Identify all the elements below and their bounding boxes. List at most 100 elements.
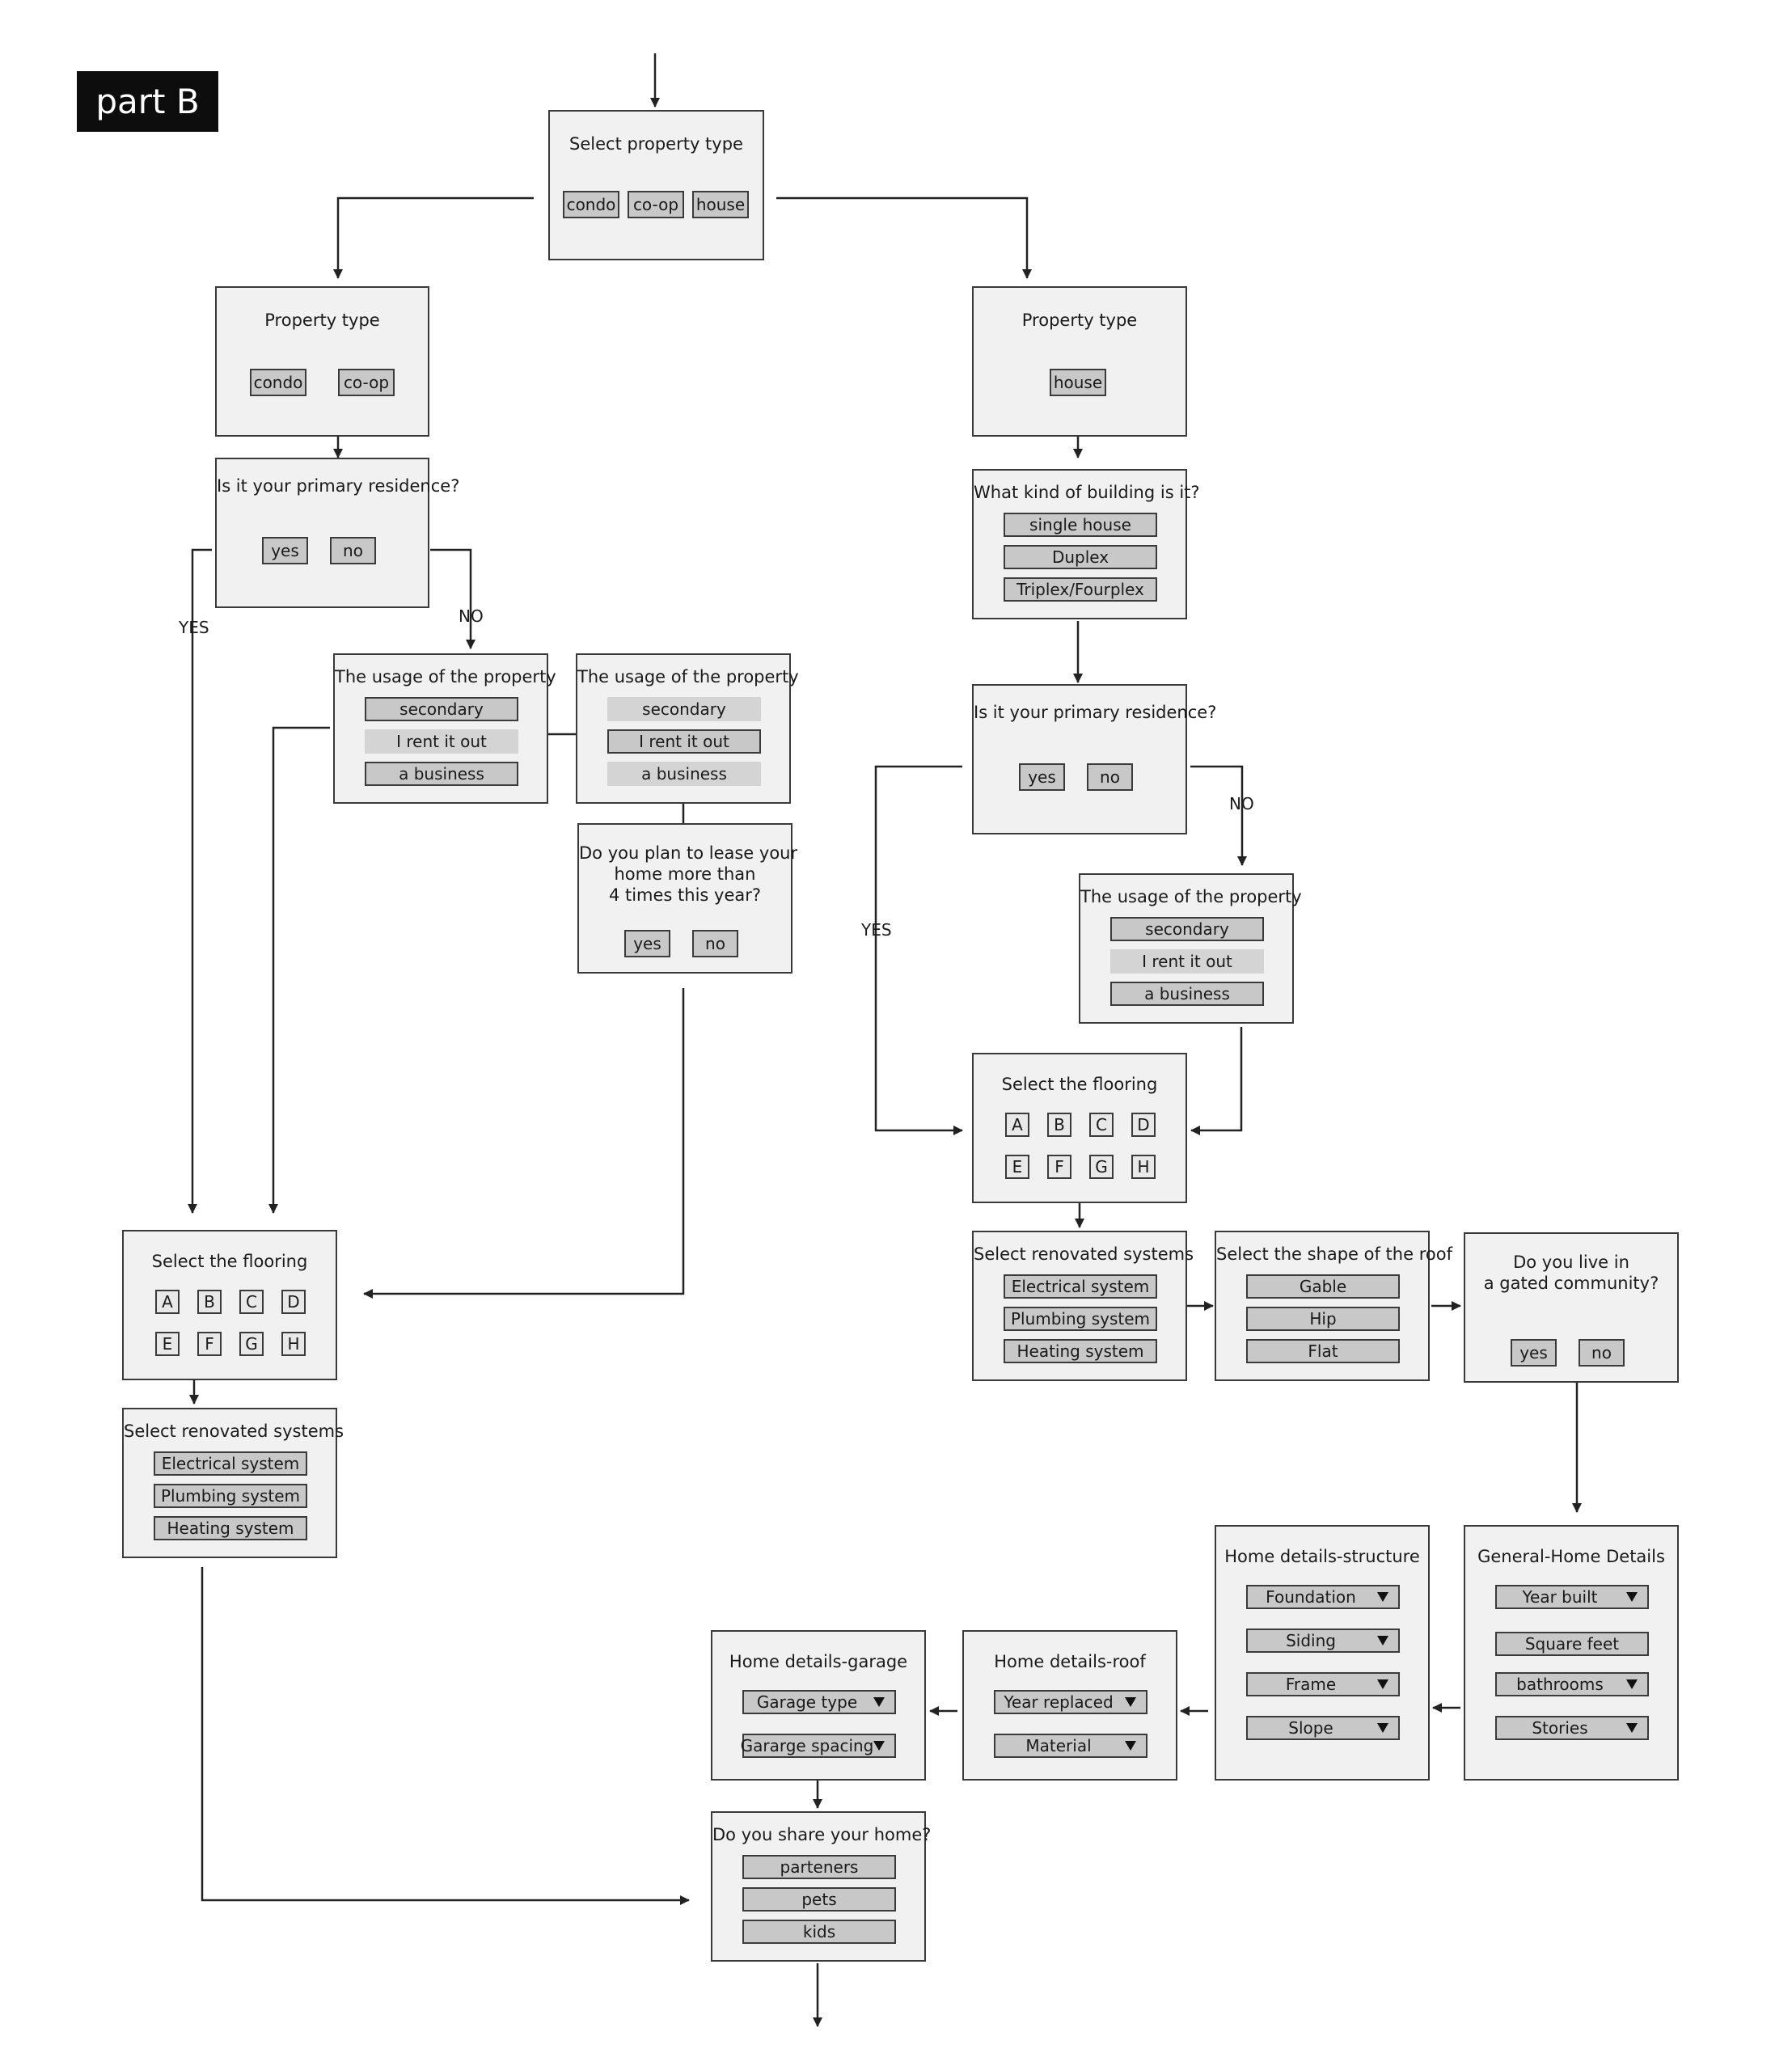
business-button[interactable]: a business [365, 762, 518, 786]
flooring-option-a[interactable]: A [1005, 1113, 1029, 1137]
no-button[interactable]: no [1579, 1339, 1625, 1367]
flooring-option-e[interactable]: E [155, 1332, 180, 1356]
flooring-option-h[interactable]: H [1131, 1155, 1156, 1179]
secondary-button[interactable]: secondary [365, 697, 518, 721]
slope-dropdown[interactable]: Slope [1246, 1716, 1400, 1740]
heating-system-button[interactable]: Heating system [154, 1516, 307, 1540]
condo-button[interactable]: condo [563, 191, 619, 218]
year-built-dropdown[interactable]: Year built [1495, 1585, 1649, 1609]
flooring-option-d[interactable]: D [281, 1290, 306, 1314]
flooring-option-b[interactable]: B [1047, 1113, 1071, 1137]
secondary-button[interactable]: secondary [607, 697, 761, 721]
caret-down-icon [1626, 1592, 1638, 1602]
rent-button[interactable]: I rent it out [365, 729, 518, 754]
general-home-details-panel: General-Home Details Year built Square f… [1464, 1525, 1679, 1781]
stories-dropdown[interactable]: Stories [1495, 1716, 1649, 1740]
secondary-button[interactable]: secondary [1110, 917, 1264, 941]
dropdown-label: Year built [1522, 1587, 1598, 1607]
connector-to-left-type [333, 196, 534, 279]
heating-system-button[interactable]: Heating system [1004, 1339, 1157, 1363]
rent-button[interactable]: I rent it out [607, 729, 761, 754]
business-button[interactable]: a business [1110, 982, 1264, 1006]
plumbing-system-button[interactable]: Plumbing system [154, 1484, 307, 1508]
yes-button[interactable]: yes [262, 537, 308, 564]
duplex-button[interactable]: Duplex [1004, 545, 1157, 569]
hip-button[interactable]: Hip [1246, 1307, 1400, 1331]
question-line-1: Do you live in [1513, 1253, 1629, 1272]
left-primary-residence-panel: Is it your primary residence? yes no [215, 458, 460, 608]
coop-button[interactable]: co-op [338, 369, 395, 396]
business-button[interactable]: a business [607, 762, 761, 786]
connector-left-renovated-to-share [201, 1567, 690, 1905]
frame-dropdown[interactable]: Frame [1246, 1672, 1400, 1696]
select-property-type-panel: Select property type condo co-op house [548, 110, 764, 260]
flooring-option-h[interactable]: H [281, 1332, 306, 1356]
no-button[interactable]: no [692, 930, 738, 957]
flooring-option-g[interactable]: G [239, 1332, 264, 1356]
panel-title: Select the flooring [151, 1252, 308, 1271]
panel-title: Property type [264, 310, 380, 330]
no-button[interactable]: no [330, 537, 376, 564]
bathrooms-dropdown[interactable]: bathrooms [1495, 1672, 1649, 1696]
caret-down-icon [1626, 1723, 1638, 1733]
lease-question-panel: Do you plan to lease your home more than… [577, 823, 798, 974]
connector-to-right-type [776, 196, 1032, 279]
question-line-2: home more than [614, 864, 756, 884]
material-dropdown[interactable]: Material [994, 1734, 1147, 1758]
house-button[interactable]: house [1050, 369, 1106, 396]
right-usage-panel: The usage of the property secondary I re… [1079, 873, 1302, 1024]
panel-title: General-Home Details [1477, 1547, 1665, 1566]
rent-button[interactable]: I rent it out [1110, 949, 1264, 974]
flooring-option-f[interactable]: F [1047, 1155, 1071, 1179]
coop-button[interactable]: co-op [628, 191, 684, 218]
flooring-option-e[interactable]: E [1005, 1155, 1029, 1179]
partners-button[interactable]: parteners [742, 1855, 896, 1879]
flooring-option-a[interactable]: A [155, 1290, 180, 1314]
siding-dropdown[interactable]: Siding [1246, 1629, 1400, 1653]
left-property-type-panel: Property type condo co-op [215, 286, 429, 437]
yes-button[interactable]: yes [1511, 1339, 1557, 1367]
condo-button[interactable]: condo [250, 369, 306, 396]
garage-spacing-dropdown[interactable]: Gararge spacing [741, 1734, 896, 1758]
plumbing-system-button[interactable]: Plumbing system [1004, 1307, 1157, 1331]
yes-button[interactable]: yes [1019, 763, 1065, 791]
panel-title: Select renovated systems [974, 1244, 1194, 1264]
roof-shape-panel: Select the shape of the roof Gable Hip F… [1215, 1231, 1452, 1381]
home-details-structure-panel: Home details-structure Foundation Siding… [1215, 1525, 1430, 1781]
electrical-system-button[interactable]: Electrical system [1004, 1274, 1157, 1299]
connector-right-yes [874, 765, 963, 1135]
caret-down-icon [1125, 1741, 1136, 1751]
single-house-button[interactable]: single house [1004, 513, 1157, 537]
dropdown-label: Siding [1286, 1631, 1336, 1650]
foundation-dropdown[interactable]: Foundation [1246, 1585, 1400, 1609]
house-button[interactable]: house [692, 191, 749, 218]
electrical-system-button[interactable]: Electrical system [154, 1451, 307, 1476]
flooring-option-c[interactable]: C [239, 1290, 264, 1314]
year-replaced-dropdown[interactable]: Year replaced [994, 1690, 1147, 1714]
flooring-option-c[interactable]: C [1089, 1113, 1114, 1137]
right-no-label: NO [1229, 794, 1254, 813]
no-button[interactable]: no [1087, 763, 1133, 791]
flooring-option-f[interactable]: F [197, 1332, 222, 1356]
triplex-fourplex-button[interactable]: Triplex/Fourplex [1004, 577, 1157, 602]
question-line-1: Do you plan to lease your [579, 843, 798, 863]
left-usage-panel-2: The usage of the property secondary I re… [576, 653, 799, 804]
pets-button[interactable]: pets [742, 1887, 896, 1912]
flooring-option-g[interactable]: G [1089, 1155, 1114, 1179]
caret-down-icon [873, 1697, 885, 1707]
flat-button[interactable]: Flat [1246, 1339, 1400, 1363]
panel-title: Select renovated systems [124, 1422, 344, 1441]
panel-title: Select the flooring [1001, 1075, 1158, 1094]
square-feet-field[interactable]: Square feet [1495, 1632, 1649, 1656]
panel-title: Is it your primary residence? [217, 476, 460, 496]
garage-type-dropdown[interactable]: Garage type [742, 1690, 896, 1714]
left-renovated-systems-panel: Select renovated systems Electrical syst… [122, 1408, 344, 1558]
dropdown-label: Slope [1288, 1718, 1333, 1738]
kids-button[interactable]: kids [742, 1920, 896, 1944]
dropdown-label: Garage type [756, 1692, 858, 1712]
home-details-roof-panel: Home details-roof Year replaced Material [962, 1630, 1177, 1781]
yes-button[interactable]: yes [624, 930, 670, 957]
flooring-option-d[interactable]: D [1131, 1113, 1156, 1137]
flooring-option-b[interactable]: B [197, 1290, 222, 1314]
gable-button[interactable]: Gable [1246, 1274, 1400, 1299]
